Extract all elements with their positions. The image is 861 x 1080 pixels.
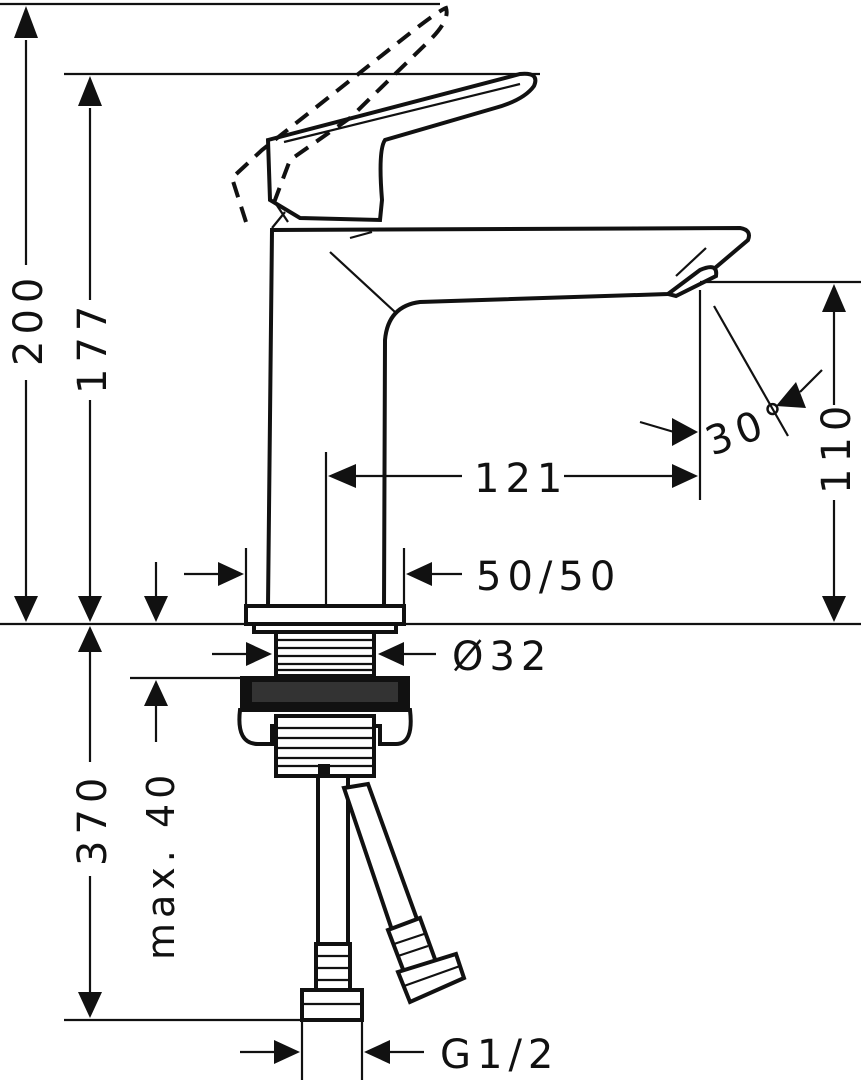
dimension-spout-height bbox=[700, 280, 861, 622]
dimension-handle-height bbox=[64, 72, 540, 622]
label-base-offset: 50/50 bbox=[476, 554, 621, 600]
faucet-body bbox=[265, 71, 751, 608]
threaded-shank bbox=[274, 630, 376, 678]
handle-open-position-outline bbox=[229, 5, 449, 223]
label-handle-height: 177 bbox=[70, 300, 116, 394]
dimension-max-thickness bbox=[130, 676, 240, 742]
label-below-counter: 370 bbox=[70, 772, 116, 866]
label-spray-angle: 30° bbox=[700, 392, 799, 466]
label-max-thickness: max. 40 bbox=[139, 770, 183, 960]
label-shank-diameter: Ø32 bbox=[452, 634, 552, 680]
label-spout-height: 110 bbox=[814, 400, 860, 494]
dimension-spout-reach bbox=[324, 290, 702, 606]
dimension-connection-thread bbox=[240, 1022, 424, 1080]
label-connection-thread: G1/2 bbox=[440, 1032, 559, 1078]
dimension-total-height bbox=[0, 2, 440, 622]
supply-hose-vertical bbox=[300, 774, 364, 1022]
dimension-below-counter bbox=[64, 626, 310, 1022]
dimension-shank-diameter bbox=[212, 642, 436, 666]
mounting-nut bbox=[237, 676, 413, 778]
label-total-height: 200 bbox=[6, 272, 52, 366]
label-spout-reach: 121 bbox=[474, 456, 568, 502]
dimension-spray-angle bbox=[639, 305, 823, 446]
supply-hose-angled bbox=[341, 781, 467, 1005]
base-flange bbox=[244, 604, 406, 634]
dimension-base-offset bbox=[144, 548, 462, 622]
